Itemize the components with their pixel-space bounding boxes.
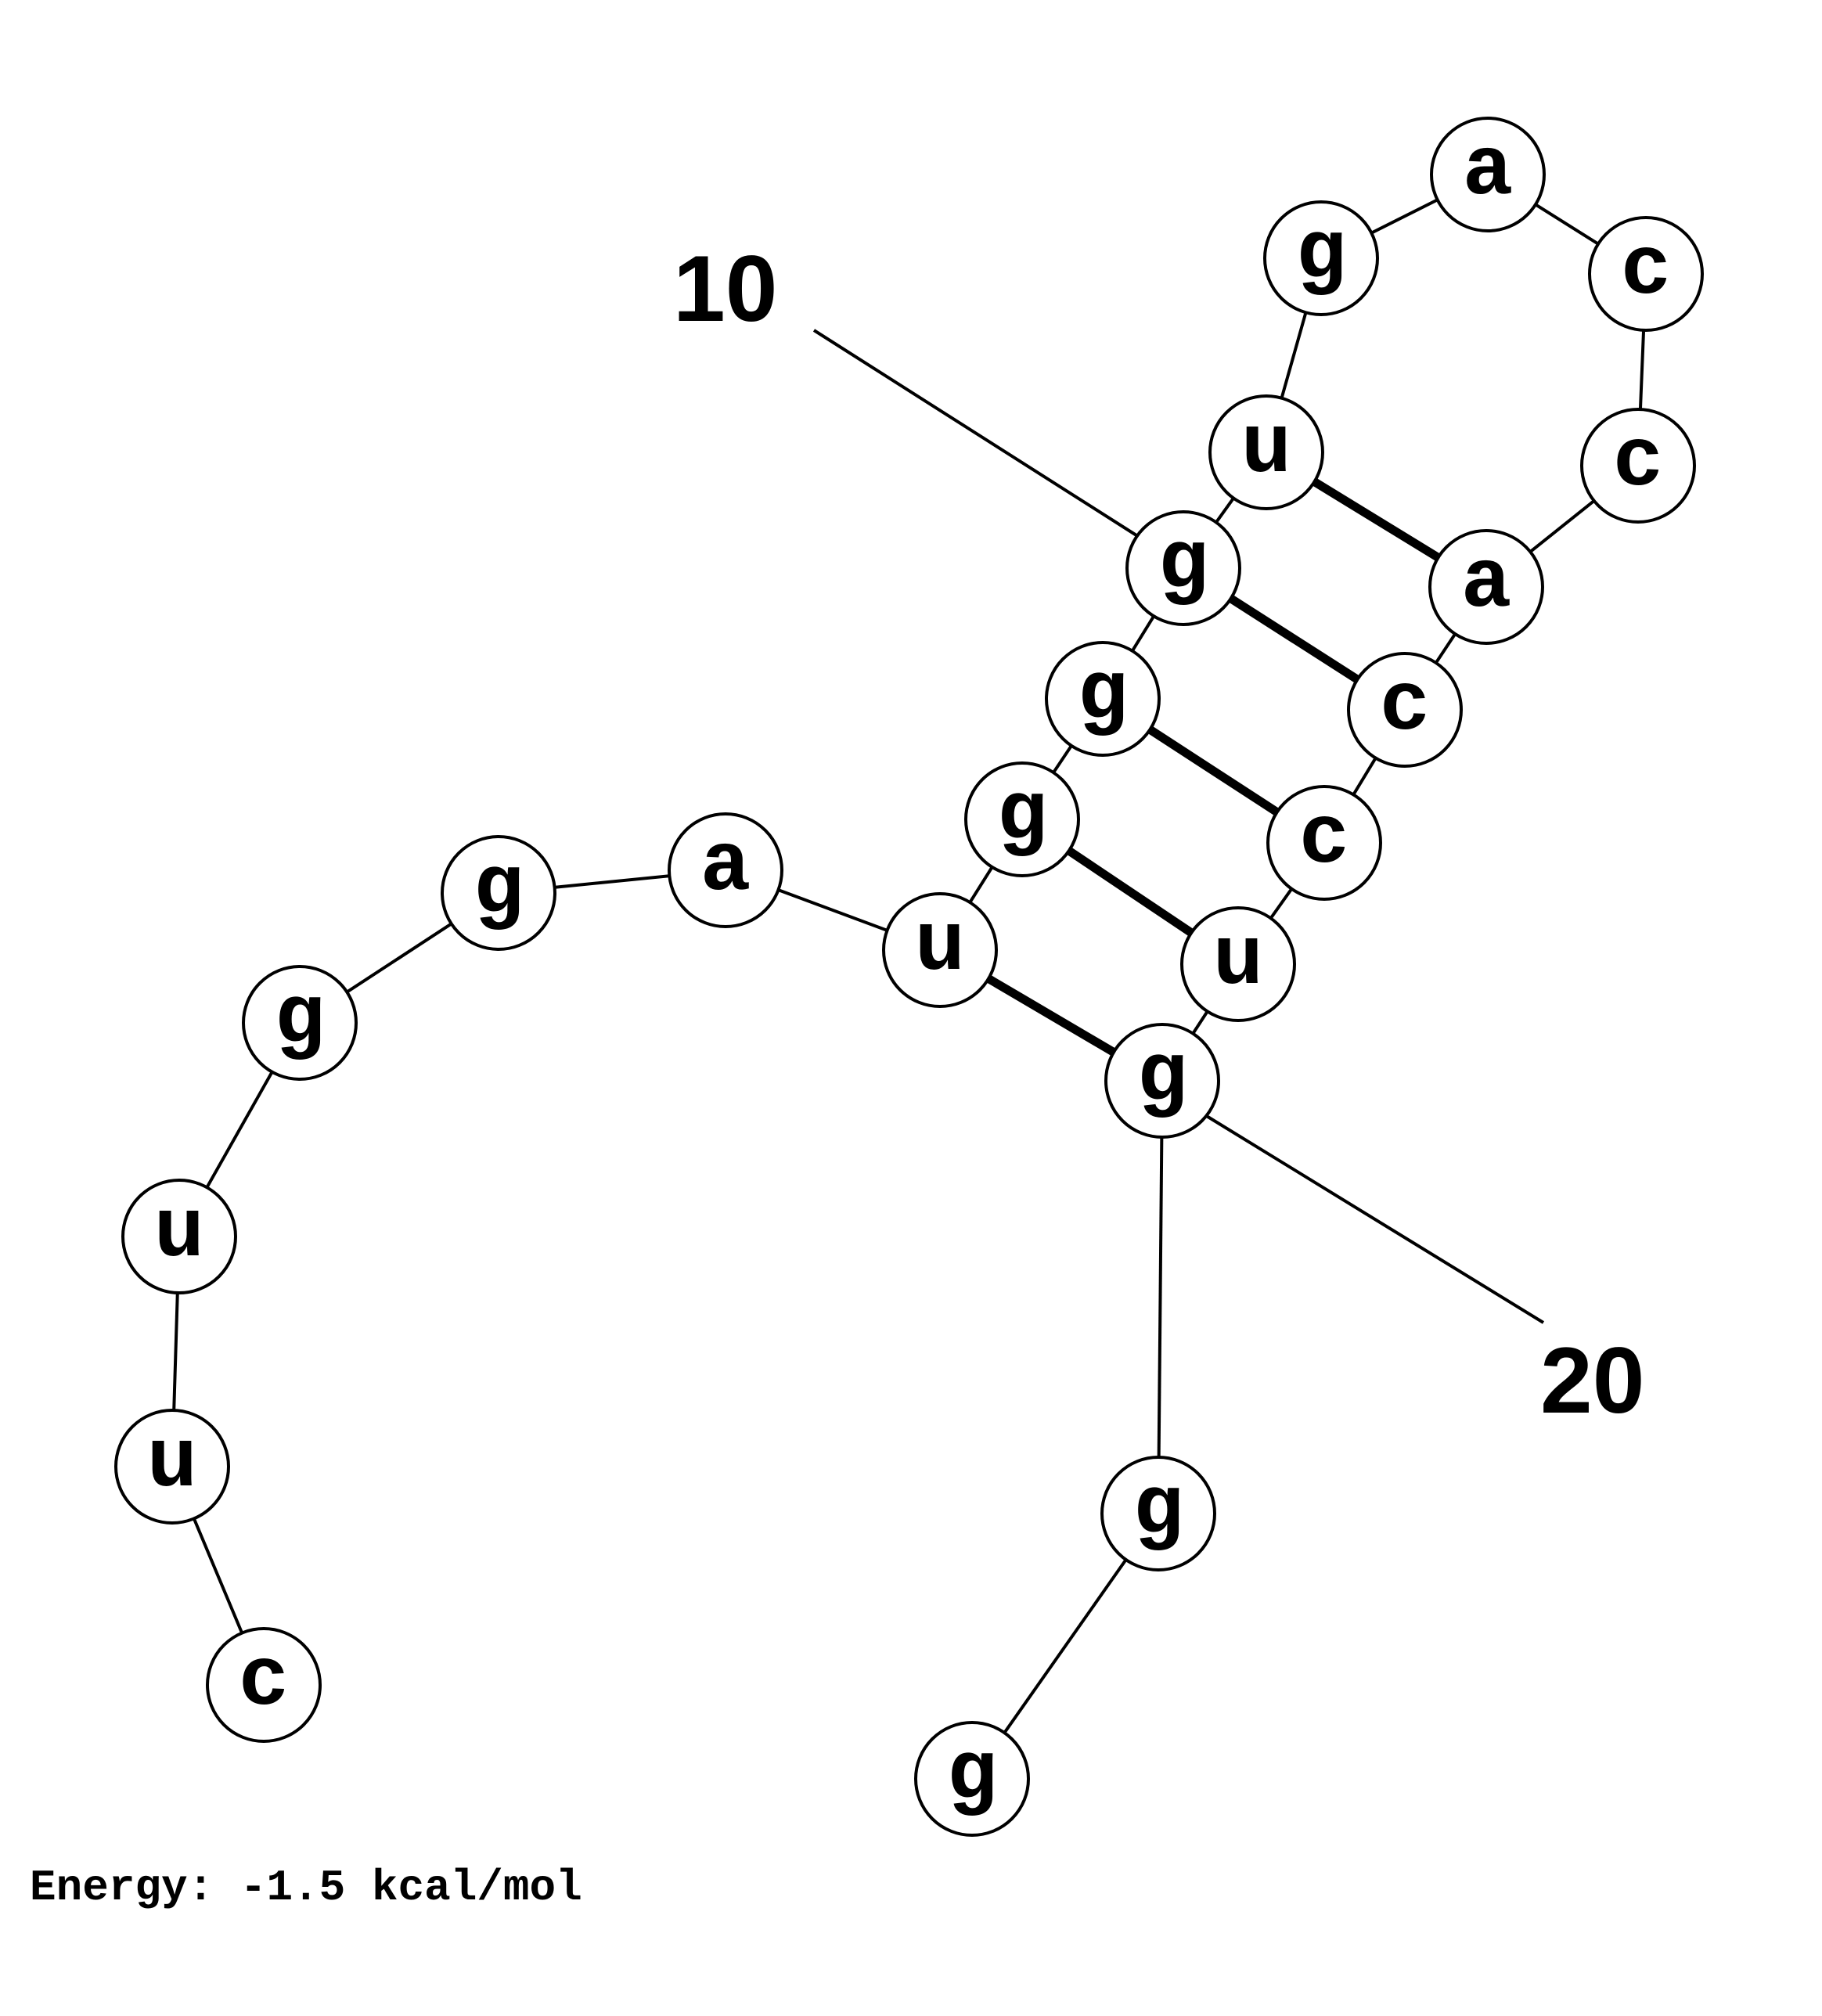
nucleotide-22: g bbox=[914, 1721, 1030, 1837]
nucleotide-11: u bbox=[1208, 394, 1324, 510]
nucleotide-13: a bbox=[1430, 117, 1546, 232]
nucleotide-circle bbox=[1347, 652, 1463, 768]
base-pair-bond bbox=[1228, 595, 1360, 683]
nucleotide-letter: a bbox=[1461, 536, 1512, 632]
nucleotide-letter: u bbox=[154, 1186, 205, 1281]
nucleotide-circle bbox=[1104, 1023, 1220, 1139]
nucleotide-letter: c bbox=[1299, 792, 1350, 887]
nucleotide-4: g bbox=[242, 965, 358, 1081]
nucleotide-letter: g bbox=[1158, 517, 1209, 613]
nucleotide-10: g bbox=[1125, 510, 1241, 626]
nucleotide-9: g bbox=[1045, 641, 1161, 757]
nucleotide-circle bbox=[882, 892, 998, 1008]
position-leaders bbox=[812, 329, 1545, 1324]
base-pair-bond bbox=[986, 974, 1116, 1057]
nucleotide-circle bbox=[1266, 785, 1382, 901]
nucleotide-19: u bbox=[1180, 906, 1296, 1022]
nucleotide-letter: u bbox=[1241, 401, 1292, 497]
nucleotide-5: g bbox=[441, 835, 556, 951]
nucleotide-21: g bbox=[1100, 1456, 1216, 1571]
nucleotide-letter: a bbox=[700, 819, 751, 915]
base-pair-bond bbox=[1312, 477, 1441, 562]
nucleotide-letter: g bbox=[997, 769, 1048, 864]
nucleotide-letter: g bbox=[1133, 1463, 1184, 1558]
position-leader-10 bbox=[812, 329, 1138, 537]
nucleotide-letter: c bbox=[1613, 415, 1664, 510]
nucleotide-letter: g bbox=[947, 1728, 998, 1823]
nucleotide-circle bbox=[242, 965, 358, 1081]
nucleotide-14: c bbox=[1588, 216, 1704, 332]
nucleotide-circle bbox=[964, 761, 1080, 877]
nucleotide-letter: c bbox=[1380, 659, 1431, 754]
nucleotide-circle bbox=[1100, 1456, 1216, 1571]
backbone-segment bbox=[1157, 1080, 1164, 1514]
base-pair-bond bbox=[1066, 847, 1194, 937]
base-pair-bonds bbox=[986, 477, 1441, 1057]
nucleotide-letter: u bbox=[915, 899, 966, 995]
nucleotide-circle bbox=[1045, 641, 1161, 757]
nucleotide-circle bbox=[1428, 529, 1544, 645]
nucleotide-1: c bbox=[206, 1627, 322, 1743]
nucleotide-letter: c bbox=[1621, 223, 1672, 319]
nucleotide-15: c bbox=[1580, 408, 1696, 524]
nucleotide-17: c bbox=[1347, 652, 1463, 768]
nucleotide-7: u bbox=[882, 892, 998, 1008]
nucleotide-12: g bbox=[1263, 200, 1379, 316]
nucleotide-letter: u bbox=[147, 1416, 198, 1511]
position-label-10: 10 bbox=[673, 236, 777, 341]
nucleotide-circle bbox=[441, 835, 556, 951]
position-label-20: 20 bbox=[1540, 1328, 1644, 1433]
nucleotide-letter: g bbox=[474, 842, 524, 938]
nucleotide-3: u bbox=[121, 1179, 237, 1294]
nucleotide-circle bbox=[1180, 906, 1296, 1022]
nucleotide-circle bbox=[121, 1179, 237, 1294]
nucleotide-circle bbox=[1588, 216, 1704, 332]
nucleotide-letter: g bbox=[1296, 207, 1347, 303]
nucleotide-circle bbox=[114, 1409, 230, 1525]
nucleotide-2: u bbox=[114, 1409, 230, 1525]
nucleotide-letter: u bbox=[1213, 913, 1264, 1009]
nucleotide-circle bbox=[1430, 117, 1546, 232]
nucleotide-letter: g bbox=[275, 972, 326, 1067]
energy-label: Energy: -1.5 kcal/mol bbox=[30, 1863, 582, 1913]
nucleotide-circle bbox=[206, 1627, 322, 1743]
nucleotide-letter: g bbox=[1137, 1030, 1188, 1125]
nucleotide-6: a bbox=[668, 812, 783, 928]
position-leader-20 bbox=[1204, 1114, 1545, 1324]
nucleotide-circle bbox=[668, 812, 783, 928]
nucleotide-letter: g bbox=[1078, 648, 1129, 743]
position-labels: 10 20 bbox=[673, 236, 1644, 1433]
nucleotide-letter: c bbox=[239, 1634, 290, 1730]
nucleotide-circle bbox=[1263, 200, 1379, 316]
nucleotide-18: c bbox=[1266, 785, 1382, 901]
nucleotide-letter: a bbox=[1463, 124, 1514, 219]
nucleotide-circle bbox=[914, 1721, 1030, 1837]
nucleotide-8: g bbox=[964, 761, 1080, 877]
nucleotide-circle bbox=[1208, 394, 1324, 510]
base-pair-bond bbox=[1147, 725, 1280, 816]
nucleotide-16: a bbox=[1428, 529, 1544, 645]
nucleotide-circle bbox=[1580, 408, 1696, 524]
nucleotide-20: g bbox=[1104, 1023, 1220, 1139]
nucleotide-circle bbox=[1125, 510, 1241, 626]
